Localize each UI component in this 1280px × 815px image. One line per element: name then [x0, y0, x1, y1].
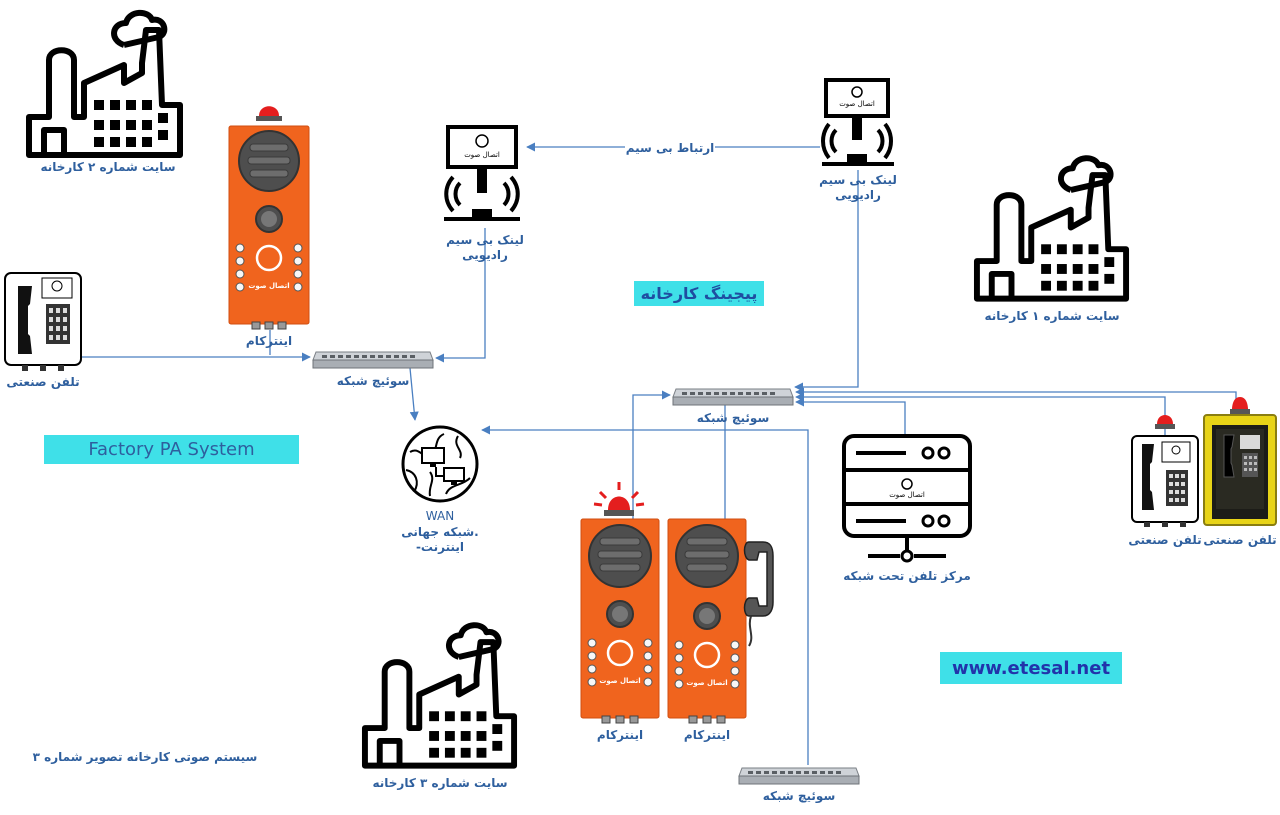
intercom-a-device: اتصال صوت: [580, 482, 660, 724]
ip-pbx-server-icon: اتصال صوت: [842, 434, 972, 563]
brand-text-radio-left: اتصال صوت: [464, 151, 500, 159]
switch-center-device: [672, 388, 794, 406]
brand-text-radio-right: اتصال صوت: [839, 100, 875, 108]
wan-globe-icon: [401, 425, 479, 503]
label-site2: سایت شماره ۲ کارخانه: [40, 160, 176, 174]
paging-text: پیجینگ کارخانه: [640, 284, 758, 303]
label-phone-right1: تلفن صنعتی: [1128, 533, 1202, 547]
label-intercom-top: اینترکام: [245, 334, 293, 348]
label-radio-right: لینک بی سیم رادیویی: [819, 173, 897, 202]
label-intercom-a: اینترکام: [596, 728, 644, 742]
label-radio-left: لینک بی سیم رادیویی: [446, 233, 524, 262]
factory-site3-icon: [361, 622, 518, 769]
brand-text-server: اتصال صوت: [889, 491, 925, 499]
link-radio-to-switch: [435, 228, 486, 363]
paging-box: پیجینگ کارخانه: [634, 281, 764, 306]
radio-link-left-device: اتصال صوت: [444, 125, 520, 221]
label-switch-center: سوئیچ شبکه: [696, 411, 770, 425]
label-switch-left: سوئیچ شبکه: [336, 374, 410, 388]
brand-text-intercom-b: اتصال صوت: [686, 679, 727, 687]
link-server-to-switch: [795, 397, 906, 435]
label-phone-right2: تلفن صنعتی: [1203, 533, 1277, 547]
intercom-top-device: اتصال صوت: [228, 106, 310, 330]
industrial-phone-left: [4, 272, 82, 371]
label-intercom-b: اینترکام: [683, 728, 731, 742]
label-wan-fa: .شبکه جهانی اینترنت-: [401, 525, 479, 554]
industrial-phone-right1: [1131, 415, 1199, 527]
industrial-phone-right2: [1203, 397, 1277, 526]
brand-text: اتصال صوت: [248, 282, 289, 290]
link-switch-to-wan: [409, 367, 419, 421]
intercom-b-device: اتصال صوت: [667, 518, 774, 724]
switch-bottom-device: [738, 767, 860, 785]
radio-link-right-device: اتصال صوت: [821, 78, 894, 166]
label-wireless: ارتباط بی سیم: [625, 141, 715, 156]
brand-text-intercom-a: اتصال صوت: [599, 677, 640, 685]
website-box: www.etesal.net: [940, 652, 1122, 684]
link-bottom-switch-to-wan: [481, 425, 809, 765]
link-radio-right-to-switch: [794, 170, 859, 392]
link-intercom-a-to-switch: [632, 390, 671, 520]
caption: سیستم صوتی کارخانه تصویر شماره ۳: [32, 750, 258, 764]
factory-pa-text: Factory PA System: [88, 439, 255, 460]
switch-left-device: [312, 351, 434, 369]
factory-site2-icon: [26, 9, 183, 158]
label-switch-bottom: سوئیچ شبکه: [762, 789, 836, 803]
label-site3: سایت شماره ۳ کارخانه: [372, 776, 508, 790]
factory-site1-icon: [973, 155, 1130, 302]
label-phone-left: تلفن صنعتی: [6, 375, 80, 389]
label-wan-en: WAN: [425, 509, 455, 523]
label-site1: سایت شماره ۱ کارخانه: [984, 309, 1120, 323]
label-server: مرکز تلفن تحت شبکه: [843, 569, 971, 583]
factory-pa-box: Factory PA System: [44, 435, 299, 464]
website-text: www.etesal.net: [951, 657, 1111, 679]
